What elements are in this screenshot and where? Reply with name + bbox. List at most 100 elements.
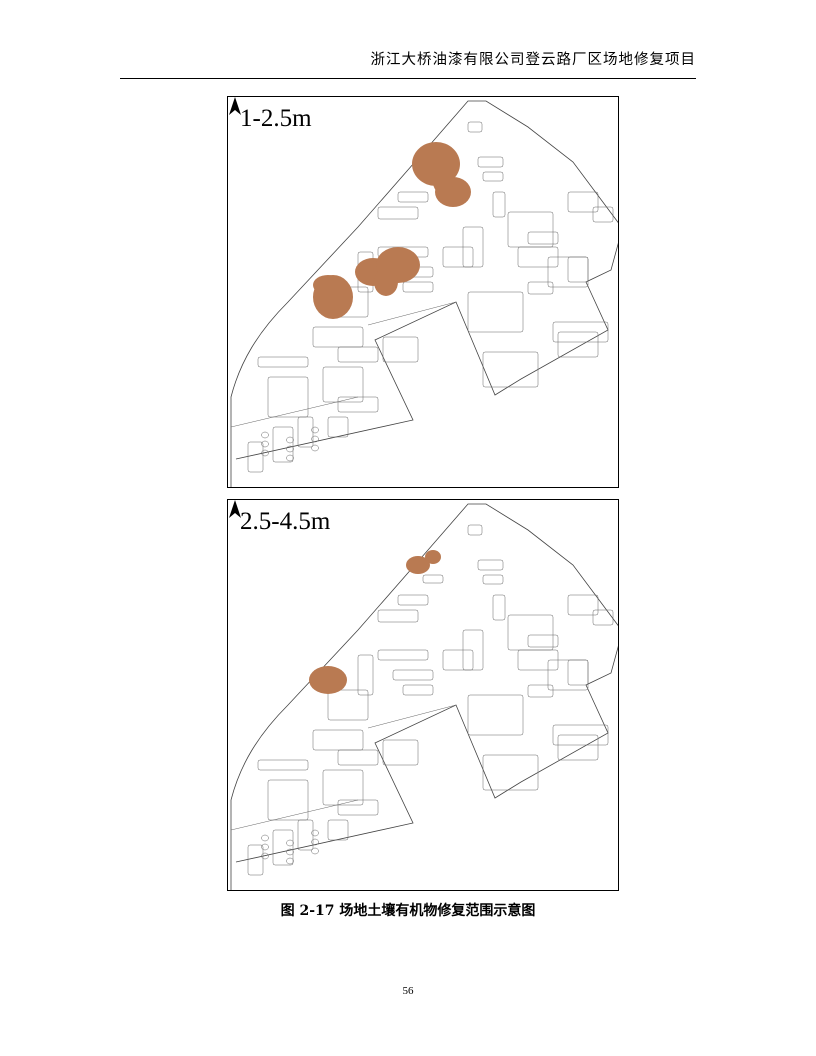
building-outline bbox=[567, 191, 599, 213]
building-outline bbox=[442, 246, 474, 268]
building-outline bbox=[297, 416, 314, 448]
building-outline bbox=[567, 594, 599, 616]
site-plan bbox=[230, 100, 618, 487]
depth-label: 1-2.5m bbox=[240, 105, 312, 132]
building-outline bbox=[247, 441, 264, 473]
building-outline bbox=[377, 609, 419, 623]
building-outline bbox=[552, 724, 609, 746]
tank-icon bbox=[311, 838, 319, 846]
figure-caption: 图 2-17 场地土壤有机物修复范围示意图 bbox=[280, 903, 536, 919]
contamination-area bbox=[425, 550, 441, 564]
building-outline bbox=[337, 799, 379, 816]
building-outline bbox=[592, 206, 614, 223]
north-arrow-icon bbox=[229, 500, 241, 518]
tank-icon bbox=[286, 857, 294, 865]
contamination-area bbox=[374, 268, 398, 296]
tank-icon bbox=[261, 440, 269, 448]
building-outline bbox=[322, 366, 364, 403]
building-outline bbox=[567, 256, 589, 283]
building-outline bbox=[392, 669, 434, 681]
map-depth-2.5-4.5m: 2.5-4.5m bbox=[227, 499, 619, 891]
building-outline bbox=[422, 574, 444, 584]
building-outline bbox=[492, 594, 506, 621]
building-outline bbox=[567, 659, 589, 686]
building-outline bbox=[507, 614, 554, 651]
building-outline bbox=[267, 376, 309, 418]
building-outline bbox=[467, 524, 483, 536]
building-outline bbox=[382, 336, 419, 363]
building-outline bbox=[357, 654, 374, 696]
building-outline bbox=[482, 574, 504, 585]
building-outline bbox=[337, 396, 379, 413]
road-line bbox=[230, 396, 359, 428]
contamination-area bbox=[313, 275, 343, 295]
road-line bbox=[367, 704, 457, 729]
road-line bbox=[367, 301, 457, 326]
building-outline bbox=[477, 559, 504, 571]
building-outline bbox=[377, 206, 419, 220]
north-arrow-icon bbox=[229, 97, 241, 115]
tank-icon bbox=[286, 454, 294, 462]
depth-label: 2.5-4.5m bbox=[240, 508, 331, 535]
building-outline bbox=[507, 211, 554, 248]
building-outline bbox=[527, 684, 554, 698]
tank-icon bbox=[311, 847, 319, 855]
building-outline bbox=[482, 754, 539, 791]
tank-icon bbox=[261, 843, 269, 851]
building-outline bbox=[442, 649, 474, 671]
building-outline bbox=[492, 191, 506, 218]
tank-icon bbox=[286, 839, 294, 847]
running-header: 浙江大桥油漆有限公司登云路厂区场地修复项目 bbox=[370, 52, 696, 68]
tank-icon bbox=[311, 829, 319, 837]
header-rule bbox=[120, 78, 696, 79]
building-outline bbox=[257, 356, 309, 368]
building-outline bbox=[527, 281, 554, 295]
building-outline bbox=[257, 759, 309, 771]
tank-icon bbox=[286, 848, 294, 856]
contamination-area bbox=[309, 666, 347, 694]
building-outline bbox=[527, 634, 559, 648]
building-outline bbox=[267, 779, 309, 821]
building-outline bbox=[527, 231, 559, 245]
tank-icon bbox=[311, 435, 319, 443]
page-number: 56 bbox=[402, 985, 414, 997]
map-depth-1-2.5m: 1-2.5m bbox=[227, 96, 619, 488]
building-outline bbox=[397, 594, 429, 606]
tank-icon bbox=[311, 426, 319, 434]
building-outline bbox=[322, 769, 364, 806]
building-outline bbox=[482, 171, 504, 182]
tank-icon bbox=[311, 444, 319, 452]
building-outline bbox=[337, 749, 379, 766]
tank-icon bbox=[261, 834, 269, 842]
building-outline bbox=[337, 346, 379, 363]
building-outline bbox=[402, 281, 434, 293]
site-boundary bbox=[230, 503, 618, 890]
building-outline bbox=[382, 739, 419, 766]
building-outline bbox=[467, 694, 524, 736]
building-outline bbox=[312, 729, 364, 751]
building-outline bbox=[272, 829, 294, 866]
tank-icon bbox=[286, 436, 294, 444]
building-outline bbox=[312, 326, 364, 348]
tank-icon bbox=[286, 445, 294, 453]
building-outline bbox=[557, 331, 599, 358]
building-outline bbox=[397, 191, 429, 203]
site-plan bbox=[230, 503, 618, 890]
contamination-area bbox=[433, 170, 453, 194]
building-outline bbox=[592, 609, 614, 626]
contamination-area bbox=[406, 556, 430, 574]
tank-icon bbox=[261, 431, 269, 439]
tank-icon bbox=[261, 449, 269, 457]
building-outline bbox=[467, 121, 483, 133]
site-boundary bbox=[230, 100, 618, 487]
building-outline bbox=[327, 416, 349, 438]
building-outline bbox=[247, 844, 264, 876]
building-outline bbox=[327, 689, 369, 721]
building-outline bbox=[297, 819, 314, 851]
building-outline bbox=[477, 156, 504, 168]
building-outline bbox=[402, 684, 434, 696]
building-outline bbox=[482, 351, 539, 388]
building-outline bbox=[377, 649, 429, 661]
building-outline bbox=[467, 291, 524, 333]
